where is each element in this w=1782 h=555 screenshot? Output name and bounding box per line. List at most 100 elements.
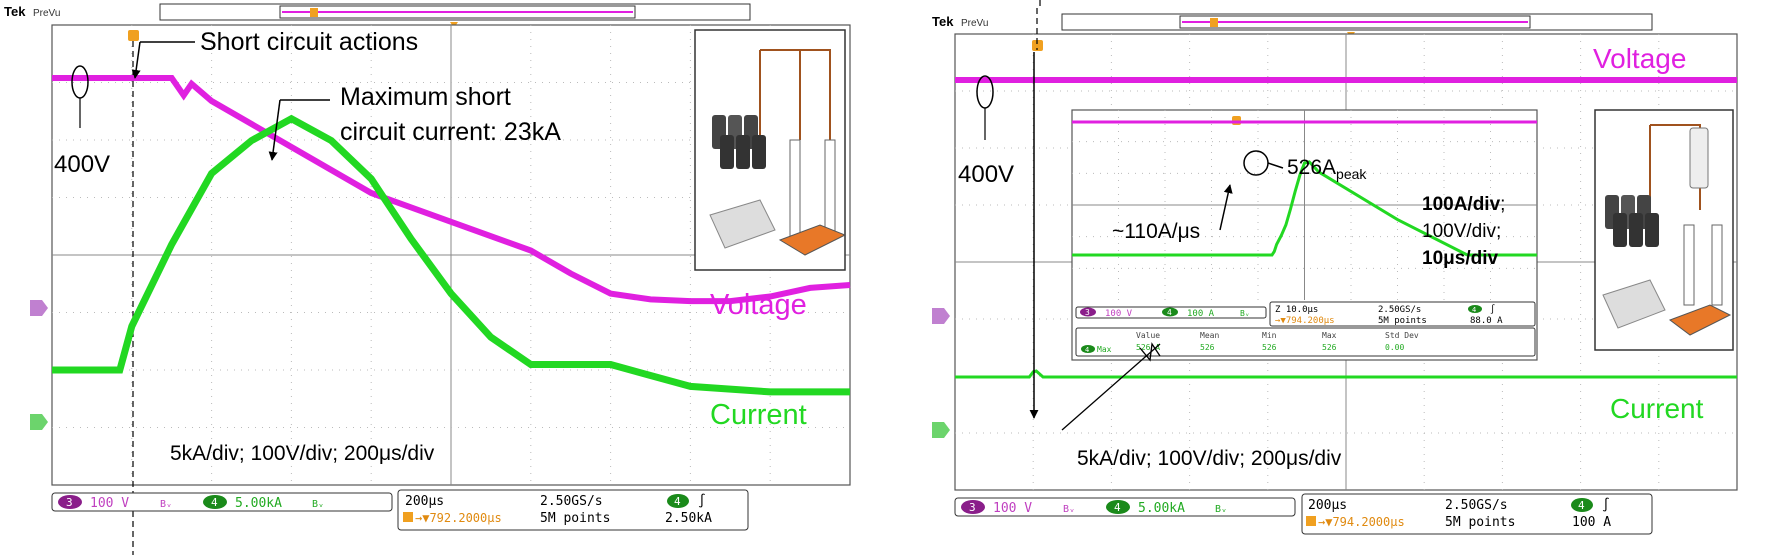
right-scope: Tek PreVu 400V Voltage Current 5kA/div; … <box>932 0 1738 535</box>
right-trig-level: 100 A <box>1572 515 1611 530</box>
left-trig-level: 2.50kA <box>665 511 712 526</box>
left-ch3-num: 3 <box>66 496 73 509</box>
right-inset-resistor-1 <box>1683 224 1695 306</box>
right-trig-badge <box>1571 498 1593 512</box>
zoom-meas-badge <box>1081 345 1095 353</box>
zoom-slope-label: ~110A/μs <box>1112 220 1200 243</box>
right-sample-rate: 2.50GS/s <box>1445 498 1508 513</box>
meas-header: Mean <box>1200 331 1219 340</box>
zoom-ch4-badge <box>1162 307 1178 317</box>
right-record-length: 5M points <box>1445 515 1515 530</box>
meas-value: 0.00 <box>1385 343 1404 352</box>
right-trig-ch: 4 <box>1578 499 1585 512</box>
left-inset-power-supply <box>709 199 776 249</box>
left-scale-label: 5kA/div; 100V/div; 200μs/div <box>170 442 435 465</box>
zoom-ch4-scale: 100 A <box>1187 309 1215 319</box>
right-ch4-badge <box>1106 500 1130 514</box>
zoom-ch3-num: 3 <box>1085 308 1090 317</box>
left-ch4-bw: Bᵥ <box>312 499 324 510</box>
left-ch3-badge <box>58 495 82 509</box>
right-trigger-pos: →▼794.2000μs <box>1318 515 1405 529</box>
right-readout: 3 100 V Bᵥ 4 5.00kA Bᵥ 200μs 2.50GS/s 4 … <box>954 493 1653 535</box>
right-zoom-inset: 526Apeak ~110A/μs 100A/div; 100V/div; 10… <box>1061 109 1538 431</box>
left-trigger-indicator <box>128 30 139 41</box>
right-circuit-inset <box>1594 109 1734 351</box>
left-timebase-box <box>397 489 749 531</box>
left-voltage-label: Voltage <box>710 289 807 321</box>
right-timebase-box <box>1301 493 1653 535</box>
right-trigger-indicator <box>1032 40 1043 51</box>
left-timebase: 200μs <box>405 494 444 509</box>
right-ch4-bw: Bᵥ <box>1215 504 1227 515</box>
left-record-trigger <box>310 8 318 17</box>
left-scope: Tek PreVu 400V Short circuit actions Max… <box>4 3 851 555</box>
left-trig-badge <box>667 494 689 508</box>
left-ch4-num: 4 <box>211 496 218 509</box>
zoom-trig-slope: ∫ <box>1490 304 1495 315</box>
zoom-scale-line1: 100A/div; <box>1422 194 1505 215</box>
right-ch4-num: 4 <box>1114 501 1121 514</box>
right-inset-capacitor-bank <box>1605 195 1659 247</box>
meas-header: Min <box>1262 331 1277 340</box>
zoom-trig-badge <box>1468 305 1482 313</box>
right-ch3-bw: Bᵥ <box>1063 504 1075 515</box>
left-inset-switch-board <box>778 224 847 256</box>
left-max-label-2: circuit current: 23kA <box>340 118 561 146</box>
meas-value: 526 <box>1200 343 1215 352</box>
left-readout: 3 100 V Bᵥ 4 5.00kA Bᵥ 200μs 2.50GS/s 4 … <box>51 489 749 531</box>
left-inset-wires <box>759 49 831 140</box>
right-inset-resistor-2 <box>1711 224 1723 306</box>
right-ch3-marker <box>932 308 950 324</box>
left-inset-resistor-1 <box>789 139 801 241</box>
left-ch3-scale: 100 V <box>90 496 129 511</box>
left-ch4-badge <box>203 495 227 509</box>
zoom-current-trace <box>1072 160 1537 257</box>
left-sc-label: Short circuit actions <box>200 28 418 56</box>
zoom-slope-arrow <box>1219 184 1233 231</box>
zoom-peak-leader <box>1267 162 1284 169</box>
left-brand: Tek <box>4 4 26 19</box>
right-inset-sensor <box>1689 127 1709 189</box>
right-mode: PreVu <box>961 18 988 29</box>
left-sc-arrow <box>131 41 141 79</box>
left-400v-label: 400V <box>54 151 110 178</box>
zoom-link-line <box>1061 343 1161 431</box>
left-trig-slope: ∫ <box>698 493 706 509</box>
zoom-peak-label: 526Apeak <box>1287 156 1367 182</box>
meas-header: Max <box>1322 331 1337 340</box>
left-mode: PreVu <box>33 8 60 19</box>
right-400v-label: 400V <box>958 161 1014 188</box>
right-voltage-label: Voltage <box>1593 43 1686 74</box>
right-ch3-scale: 100 V <box>993 501 1032 516</box>
left-current-trace <box>52 114 850 396</box>
zoom-record: 5M points <box>1378 316 1427 326</box>
left-record-length: 5M points <box>540 511 610 526</box>
zoom-measure-box <box>1075 327 1536 357</box>
right-ch4-scale: 5.00kA <box>1138 501 1185 516</box>
zoom-ch3-scale: 100 V <box>1105 309 1133 319</box>
zoom-trig-level: 88.0 A <box>1470 316 1503 326</box>
zoom-grid <box>1072 110 1537 300</box>
right-record-trigger <box>1210 18 1218 27</box>
left-ch4-marker <box>30 414 48 430</box>
zoom-scale-line2: 100V/div; <box>1422 221 1501 242</box>
zoom-trigger-pos: →▼794.200μs <box>1275 316 1335 326</box>
zoom-trig-ch: 4 <box>1472 306 1476 314</box>
left-inset-resistor-2 <box>824 139 836 241</box>
zoom-ch4-bw: Bᵥ <box>1240 309 1250 318</box>
right-scale-label: 5kA/div; 100V/div; 200μs/div <box>1077 447 1342 470</box>
left-current-label: Current <box>710 399 807 431</box>
right-ch3-badge <box>961 500 985 514</box>
left-ch4-scale: 5.00kA <box>235 496 282 511</box>
right-inset-switch-board <box>1668 304 1732 336</box>
right-ch3-num: 3 <box>969 501 976 514</box>
meas-value: 526 <box>1322 343 1337 352</box>
left-sample-rate: 2.50GS/s <box>540 494 603 509</box>
left-ch3-marker <box>30 300 48 316</box>
meas-header: Value <box>1136 331 1160 340</box>
right-timebase: 200μs <box>1308 498 1347 513</box>
right-ch4-marker <box>932 422 950 438</box>
left-max-label-1: Maximum short <box>340 83 511 111</box>
